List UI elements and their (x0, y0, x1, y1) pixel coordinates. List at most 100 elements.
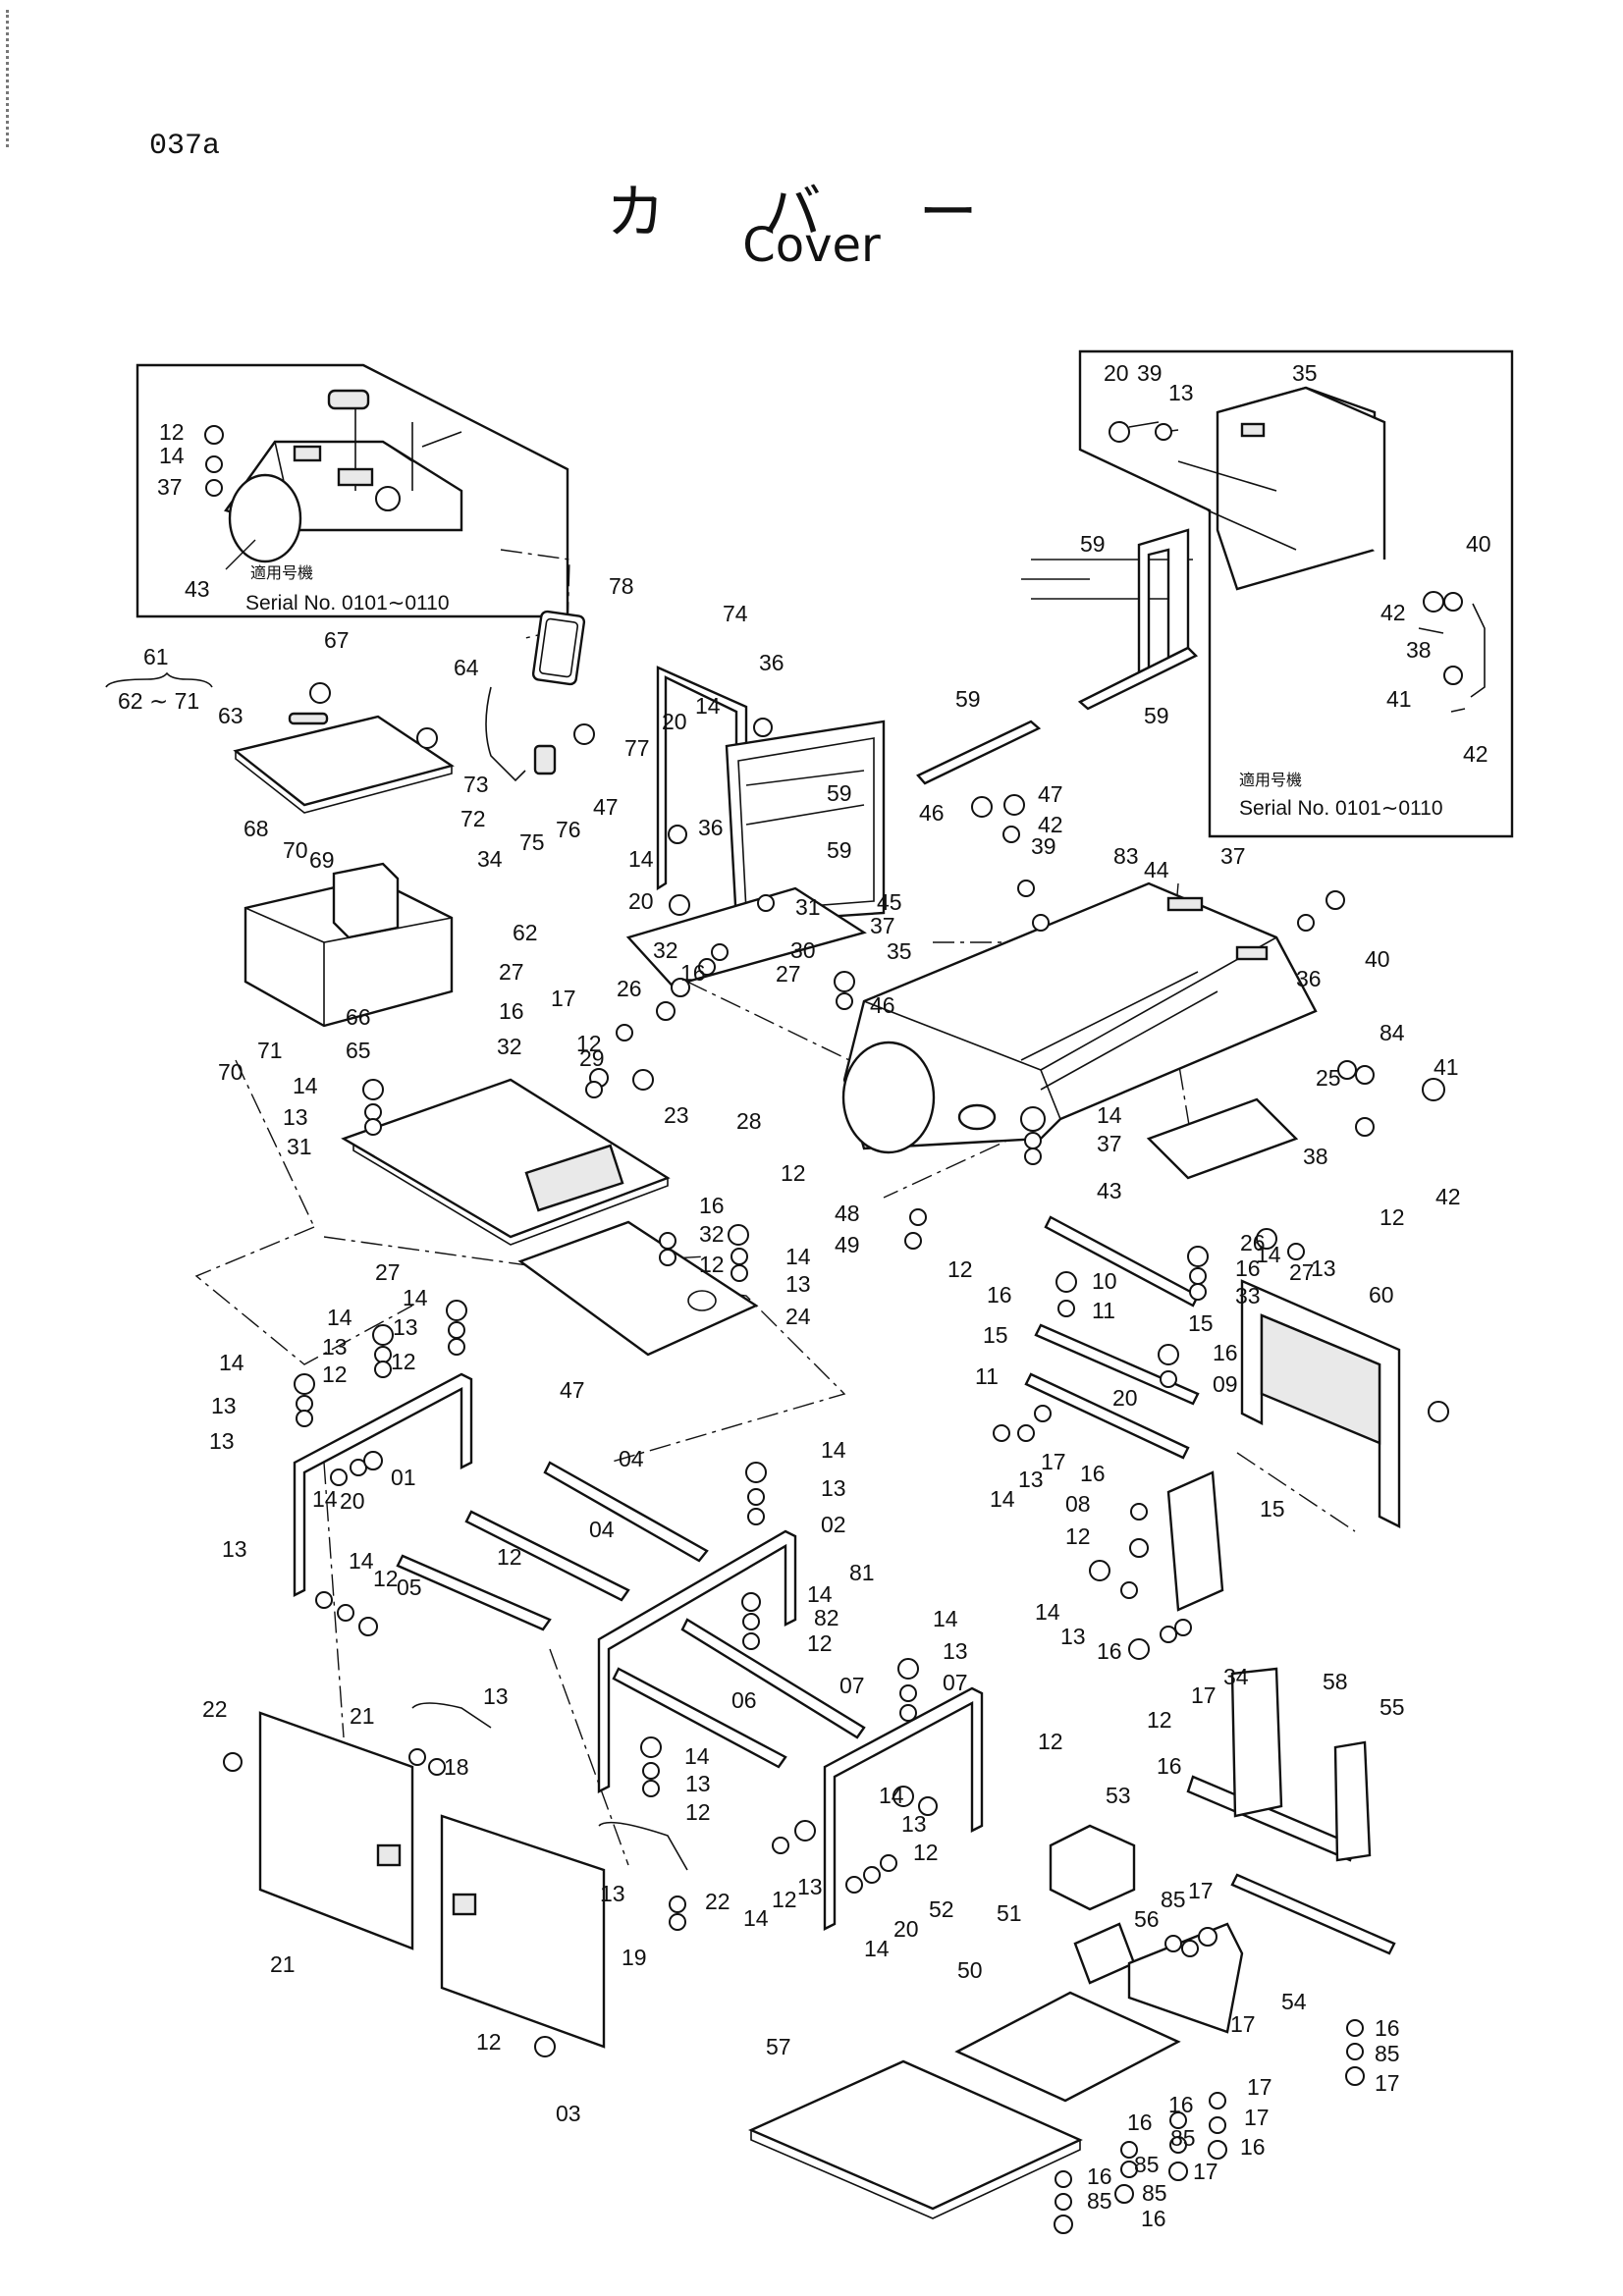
callout-60: 15 (1188, 1310, 1214, 1336)
callout-02: 81 (849, 1560, 875, 1585)
callout-17: 16 (1080, 1461, 1106, 1486)
scan-edge-marks (6, 10, 23, 147)
callout-85: 17 (1188, 1878, 1214, 1903)
callout-14: 12 (772, 1887, 797, 1912)
inset-right-serial: Serial No. 0101∼0110 (1239, 797, 1443, 820)
inset-left-callout-37: 37 (157, 474, 183, 500)
callout-16: 09 (1213, 1371, 1238, 1397)
callout-20: 20 (662, 709, 687, 734)
callout-82: 12 (807, 1630, 833, 1656)
callout-38: 42 (1435, 1184, 1461, 1209)
callout-37: 43 (1097, 1178, 1122, 1203)
callout-16: 16 (499, 998, 524, 1024)
callout-83: 44 (1144, 857, 1169, 882)
callout-12: 05 (397, 1575, 422, 1600)
inset-right-callout-42b: 42 (1463, 741, 1488, 767)
callout-07: 07 (839, 1673, 865, 1698)
callout-13: 24 (785, 1304, 811, 1329)
callout-16: 17 (1244, 2105, 1270, 2130)
callout-48: 49 (835, 1232, 860, 1257)
callout-13: 14 (864, 1936, 890, 1961)
inset-right-callout-42: 42 (1380, 600, 1406, 625)
callout-32: 32 (653, 937, 678, 963)
callout-18: 21 (270, 1951, 296, 1977)
callout-20: 01 (391, 1465, 416, 1490)
callout-labels: 78 74 36 20 14 59 36 59 59 59 59 67 64 6… (202, 531, 1461, 2231)
callout-13: 33 (1235, 1283, 1261, 1308)
callout-78: 78 (609, 573, 634, 599)
callout-16: 29 (579, 1045, 605, 1071)
callout-59: 59 (827, 837, 852, 863)
callout-21: 13 (600, 1881, 625, 1906)
callout-04: 12 (497, 1544, 522, 1570)
callout-15: 16 (1213, 1340, 1238, 1365)
inset-left-callout-14: 14 (159, 443, 185, 468)
callout-16: 85 (1142, 2180, 1167, 2206)
callout-46: 46 (919, 800, 945, 826)
title-english: Cover (742, 218, 881, 273)
callout-14: 37 (1097, 1131, 1122, 1156)
callout-17: 16 (1168, 2092, 1194, 2117)
callout-04: 04 (589, 1517, 615, 1542)
callout-16: 85 (1375, 2041, 1400, 2066)
callout-16: 32 (699, 1221, 725, 1247)
callout-54: 17 (1230, 2011, 1256, 2037)
callout-12: 03 (556, 2101, 581, 2126)
callout-51: 50 (957, 1957, 983, 1983)
callout-12: 26 (1240, 1230, 1266, 1255)
callout-36: 36 (759, 650, 784, 675)
callout-47: 48 (835, 1201, 860, 1226)
callout-47: 42 (1038, 812, 1063, 837)
callout-14: 13 (821, 1475, 846, 1501)
callout-13: 14 (349, 1548, 374, 1574)
callout-66: 66 (346, 1004, 371, 1030)
callout-12: 14 (933, 1606, 958, 1631)
callout-42: 39 (1031, 833, 1056, 859)
callout-12: 37 (870, 913, 895, 938)
callout-26: 26 (617, 976, 642, 1001)
callout-27: 27 (776, 961, 801, 987)
callout-20: 14 (990, 1486, 1015, 1512)
assembly-parent: 61 (143, 644, 169, 669)
callout-31: 31 (795, 894, 821, 920)
callout-85: 17 (1375, 2070, 1400, 2096)
callout-11: 15 (983, 1322, 1008, 1348)
callout-85: 16 (1240, 2134, 1266, 2160)
inset-left: 適用号機 Serial No. 0101∼0110 12 14 37 43 (135, 363, 569, 618)
callout-11: 20 (1112, 1385, 1138, 1411)
callout-49: 12 (947, 1256, 973, 1282)
callout-43: 12 (781, 1160, 806, 1186)
callout-75: 75 (519, 829, 545, 855)
callout-10: 16 (987, 1282, 1012, 1308)
callout-23: 27 (375, 1259, 401, 1285)
callout-70: 70 (283, 837, 308, 863)
callout-22: 19 (622, 1945, 647, 1970)
callout-14: 13 (393, 1314, 418, 1340)
callout-71: 71 (257, 1038, 283, 1063)
inset-right-callout-35: 35 (1292, 360, 1318, 386)
callout-14: 14 (695, 693, 721, 719)
callout-55: 16 (1157, 1753, 1182, 1779)
callout-12: 14 (1035, 1599, 1060, 1625)
callout-15: 12 (1065, 1523, 1091, 1549)
callout-62: 62 (513, 920, 538, 945)
callout-03: 14 (743, 1905, 769, 1931)
callout-13: 12 (685, 1799, 711, 1825)
title-japanese: カ バ ー (606, 179, 1017, 247)
callout-13: 31 (287, 1134, 312, 1159)
inset-left-callout-43: 43 (185, 576, 210, 602)
callout-28: 28 (736, 1108, 762, 1134)
callout-16: 85 (1170, 2125, 1196, 2151)
callout-73: 73 (463, 772, 489, 797)
callout-85: 16 (1141, 2206, 1166, 2231)
callout-46: 47 (1038, 781, 1063, 807)
callout-13: 13 (209, 1428, 235, 1454)
callout-14: 20 (340, 1488, 365, 1514)
callout-14: 13 (283, 1104, 308, 1130)
callout-16: 17 (1191, 1682, 1217, 1708)
inset-left-callout-12: 12 (159, 419, 185, 445)
callout-12: 14 (879, 1783, 904, 1808)
callout-59: 59 (955, 686, 981, 712)
callout-14: 82 (814, 1605, 839, 1630)
